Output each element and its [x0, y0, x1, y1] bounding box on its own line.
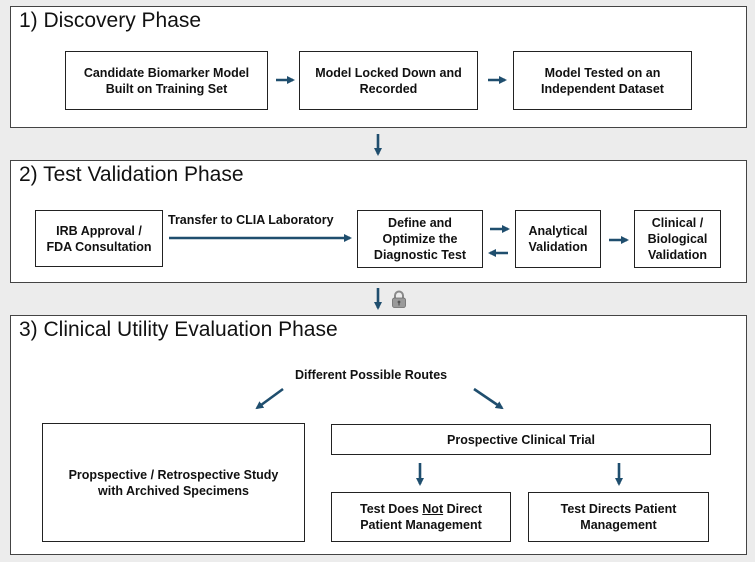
- test-not-direct-prefix: Test Does: [359, 502, 423, 516]
- analytical-validation-label: Analytical Validation: [528, 224, 588, 254]
- padlock-icon: [392, 290, 406, 308]
- test-not-direct-box: Test Does Not Direct Patient Management: [331, 492, 511, 542]
- model-locked-label: Model Locked Down and Recorded: [315, 65, 462, 96]
- model-locked-box: Model Locked Down and Recorded: [299, 51, 478, 110]
- model-tested-box: Model Tested on an Independent Dataset: [513, 51, 692, 110]
- transfer-label: Transfer to CLIA Laboratory: [168, 213, 334, 227]
- candidate-model-box: Candidate Biomarker Model Built on Train…: [65, 51, 268, 110]
- clinical-validation-box: Clinical / Biological Validation: [634, 210, 721, 268]
- arrow-route-left: [255, 387, 284, 410]
- irb-approval-label: IRB Approval / FDA Consultation: [46, 223, 152, 254]
- discovery-phase-title: 1) Discovery Phase: [19, 9, 202, 32]
- analytical-validation-box: Analytical Validation: [515, 210, 601, 268]
- test-not-direct-label: Test Does Not Direct Patient Management: [360, 501, 482, 533]
- retrospective-study-label: Propspective / Retrospective Study with …: [68, 467, 279, 498]
- clinical-utility-phase-title: 3) Clinical Utility Evaluation Phase: [19, 318, 338, 341]
- test-not-direct-suffix: Direct Patient Management: [360, 502, 483, 532]
- prospective-trial-label: Prospective Clinical Trial: [447, 432, 595, 447]
- clinical-validation-label: Clinical / Biological Validation: [647, 216, 708, 262]
- define-optimize-box: Define and Optimize the Diagnostic Test: [357, 210, 483, 268]
- prospective-trial-box: Prospective Clinical Trial: [331, 424, 711, 455]
- routes-label: Different Possible Routes: [295, 368, 448, 382]
- retrospective-study-box: Propspective / Retrospective Study with …: [42, 423, 305, 542]
- not-emphasis: Not: [422, 502, 444, 516]
- test-validation-phase-title: 2) Test Validation Phase: [19, 163, 244, 186]
- candidate-model-label: Candidate Biomarker Model Built on Train…: [83, 65, 250, 96]
- irb-approval-box: IRB Approval / FDA Consultation: [35, 210, 163, 267]
- test-directs-label: Test Directs Patient Management: [560, 502, 677, 532]
- test-directs-box: Test Directs Patient Management: [528, 492, 709, 542]
- define-optimize-label: Define and Optimize the Diagnostic Test: [373, 216, 467, 262]
- model-tested-label: Model Tested on an Independent Dataset: [541, 65, 664, 96]
- arrow-route-right: [473, 387, 504, 410]
